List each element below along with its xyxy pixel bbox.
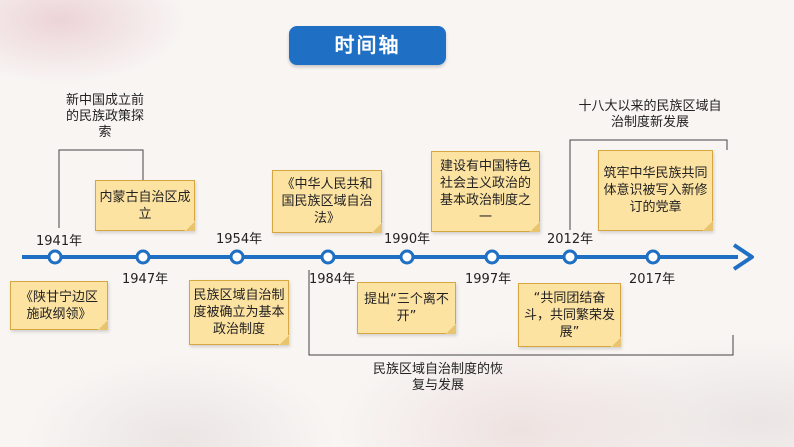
dot-1954 (229, 249, 245, 265)
year-2017: 2017年 (629, 272, 676, 287)
year-1990: 1990年 (384, 232, 431, 247)
timeline-arrowhead (732, 243, 754, 271)
dot-2012 (562, 249, 578, 265)
dot-1984 (320, 249, 336, 265)
year-2012: 2012年 (547, 232, 594, 247)
year-1997: 1997年 (465, 272, 512, 287)
year-1941: 1941年 (36, 234, 83, 249)
year-1984: 1984年 (309, 272, 356, 287)
dot-1947 (135, 249, 151, 265)
dot-1941 (47, 249, 63, 265)
event-note-1947: 内蒙古自治区成立 (95, 180, 195, 231)
year-1947: 1947年 (122, 272, 169, 287)
bracket-recent (569, 139, 728, 230)
dot-1990 (399, 249, 415, 265)
period-middle-label: 民族区域自治制度的恢复与发展 (372, 362, 503, 393)
event-note-1990: 提出“三个离不开” (357, 282, 456, 334)
event-note-1997: 建设有中国特色社会主义政治的基本政治制度之一 (431, 151, 540, 232)
dot-1997 (484, 249, 500, 265)
event-note-2012: “共同团结奋斗，共同繁荣发展” (518, 283, 621, 347)
bracket-early (58, 149, 144, 228)
year-1954: 1954年 (216, 232, 263, 247)
period-early-label: 新中国成立前的民族政策探索 (66, 93, 145, 140)
bracket-middle (308, 270, 734, 356)
dot-2017 (645, 249, 661, 265)
event-note-2017: 筑牢中华民族共同体意识被写入新修订的党章 (598, 150, 713, 231)
event-note-1941: 《陕甘宁边区施政纲领》 (10, 281, 108, 330)
period-recent-label: 十八大以来的民族区域自治制度新发展 (578, 99, 722, 130)
page-title: 时间轴 (289, 26, 446, 65)
event-note-1954: 民族区域自治制度被确立为基本政治制度 (189, 280, 289, 345)
event-note-1984: 《中华人民共和国民族区域自治法》 (272, 170, 382, 233)
